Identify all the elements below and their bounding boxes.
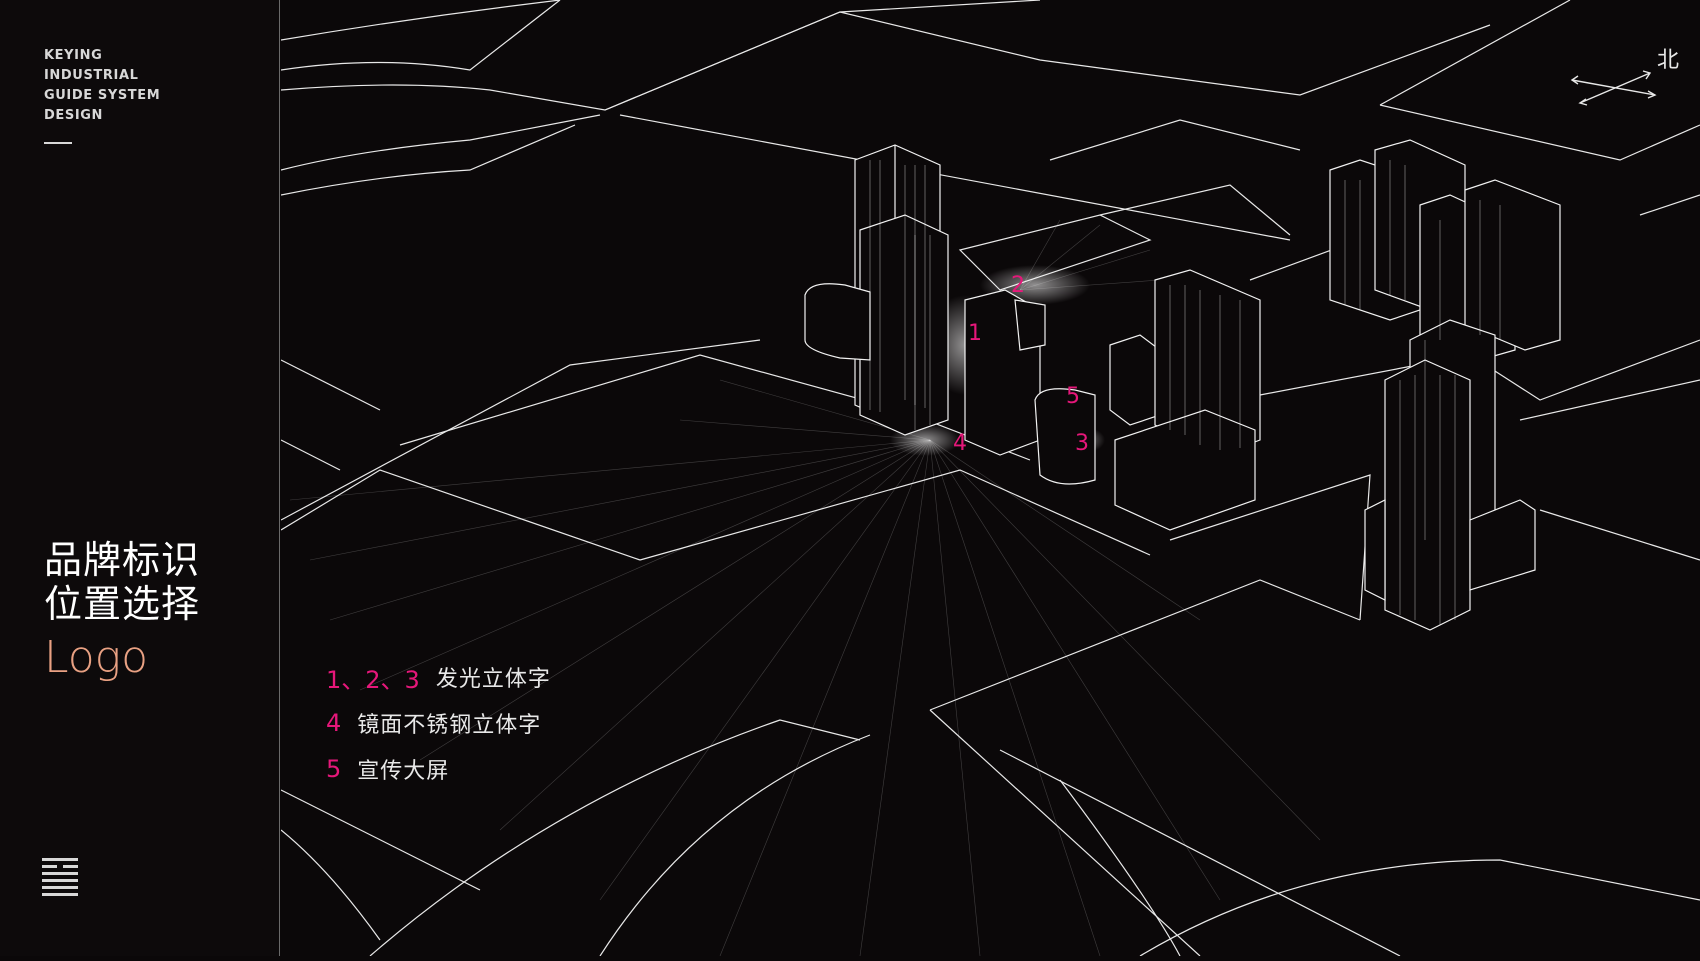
brand-line: DESIGN [44,108,104,123]
marker-3: 3 [1075,431,1089,456]
legend-item: 1、2、3 发光立体字 [326,654,551,700]
brand-line: GUIDE SYSTEM [44,88,161,103]
marker-4: 4 [953,431,967,456]
legend: 1、2、3 发光立体字 4 镜面不锈钢立体字 5 宣传大屏 [326,654,551,792]
title-line-2: 位置选择 [44,582,201,626]
logo-word: Logo [44,632,148,683]
marker-1: 1 [968,321,982,346]
location-markers: 1 2 3 4 5 [953,273,1089,456]
page-title: 品牌标识 位置选择 Logo [44,538,200,686]
map-area: 1 2 3 4 5 [280,0,1700,957]
legend-item: 5 宣传大屏 [326,746,551,792]
legend-item: 4 镜面不锈钢立体字 [326,700,551,746]
brand-line: KEYING [44,48,103,63]
marker-5: 5 [1066,384,1080,409]
marker-2: 2 [1011,273,1025,298]
north-label: 北 [1657,48,1680,73]
buildings [804,139,1561,631]
brand-line: INDUSTRIAL [44,68,139,83]
light-fan [289,219,1321,957]
legend-label: 宣传大屏 [357,759,450,784]
brand-divider [44,142,72,144]
legend-number: 4 [326,709,342,737]
legend-number: 1、2、3 [326,665,420,694]
facade-lines [869,160,1501,625]
legend-number: 5 [326,755,342,783]
legend-label: 镜面不锈钢立体字 [357,713,542,738]
brand-text: KEYING INDUSTRIAL GUIDE SYSTEM DESIGN [44,46,160,126]
menu-stack-icon[interactable] [42,858,78,901]
sidebar: KEYING INDUSTRIAL GUIDE SYSTEM DESIGN 品牌… [0,0,280,956]
north-arrow-icon [1570,70,1657,106]
legend-label: 发光立体字 [435,667,551,692]
title-line-1: 品牌标识 [44,538,201,582]
axonometric-map: 1 2 3 4 5 [280,0,1700,957]
